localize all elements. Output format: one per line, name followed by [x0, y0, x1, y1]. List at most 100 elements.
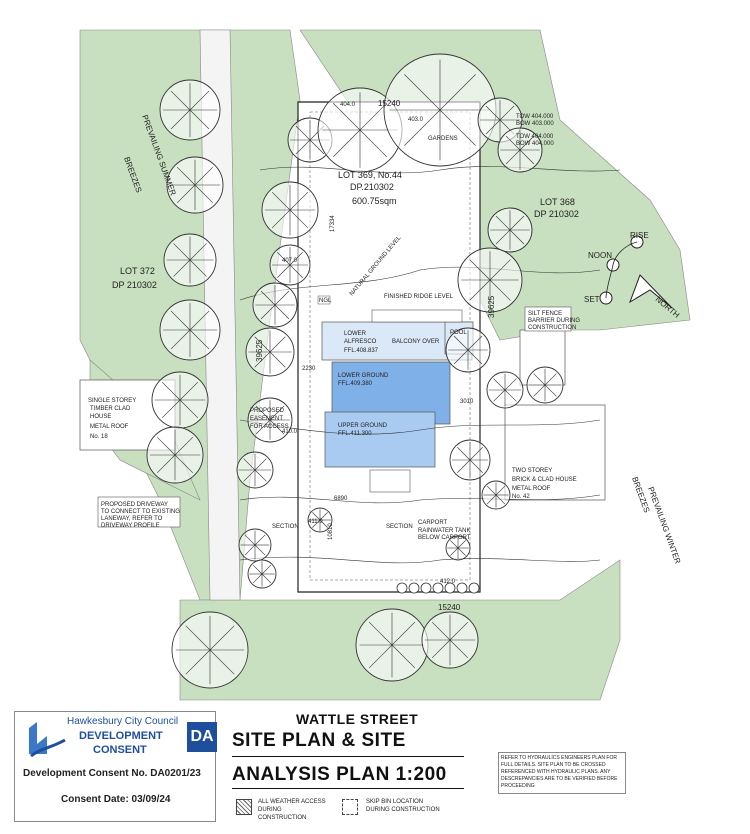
tree-icon	[481, 480, 511, 510]
carport-slab	[369, 469, 411, 493]
lower-ground-label: LOWER GROUND	[338, 373, 389, 379]
driveway-label-3: LANEWAY, REFER TO	[101, 516, 163, 522]
finished-ridge-label: FINISHED RIDGE LEVEL	[384, 294, 454, 300]
skip-bin-icon	[396, 582, 408, 594]
contour-4	[239, 556, 601, 564]
skip-bin-icon	[432, 582, 444, 594]
drawing-title-line1: SITE PLAN & SITE	[232, 730, 406, 751]
development-label: DEVELOPMENT	[79, 730, 163, 742]
contour-2	[239, 419, 601, 435]
legend-skip-bin: SKIP BIN LOCATION DURING CONSTRUCTION	[342, 797, 442, 819]
rise-label: RISE	[630, 231, 649, 240]
rainwater-label-2: BELOW CARPORT	[418, 535, 471, 541]
house-label: HOUSE	[90, 414, 111, 420]
contour-1	[239, 266, 601, 301]
house-no42	[504, 404, 606, 501]
skip-bin-icon	[468, 582, 480, 594]
tree-icon	[247, 559, 277, 589]
tree-icon	[457, 247, 523, 313]
street-name: WATTLE STREET	[296, 711, 419, 727]
bow-label: BOW 403.000	[516, 121, 554, 127]
section-label: SECTION	[272, 524, 299, 530]
tow-label-2: TOW 404.000	[516, 134, 554, 140]
drawing-title-line2: ANALYSIS PLAN 1:200	[232, 764, 447, 785]
easement-label-3: FOR ACCESS	[250, 424, 289, 430]
tree-icon	[383, 53, 497, 167]
tree-icon	[238, 528, 272, 562]
lower-alfresco-label-2: ALFRESCO	[344, 339, 377, 345]
noon-label: NOON	[588, 251, 612, 260]
tree-icon	[486, 371, 524, 409]
hydraulics-note: REFER TO HYDRAULICS ENGINEERS PLAN FOR F…	[498, 752, 626, 794]
rl-410: 410.0	[282, 429, 298, 435]
tree-icon	[261, 181, 319, 239]
no18-label: No. 18	[90, 434, 108, 440]
driveway-label-4: DRIVEWAY PROFILE	[101, 523, 160, 529]
skip-bin-icon	[456, 582, 468, 594]
tree-icon	[247, 397, 293, 443]
ngl-box	[317, 295, 331, 305]
dim-top: 15240	[378, 99, 401, 108]
upper-ground	[324, 411, 436, 468]
rl-411: 411.0	[308, 519, 323, 525]
tree-icon	[236, 451, 274, 489]
silt-fence-label: SILT FENCE	[528, 311, 562, 317]
metal-roof-2-label: METAL ROOF	[512, 486, 551, 492]
upper-ground-ffl: FFL.411.300	[338, 431, 372, 437]
bow-label-2: BOW 404.000	[516, 141, 554, 147]
tree-icon	[166, 156, 224, 214]
tree-icon	[487, 207, 533, 253]
rainwater-label: RAINWATER TANK	[418, 528, 470, 534]
lot372-label: LOT 372	[120, 266, 155, 276]
breezes-winter-label: BREEZES	[630, 476, 651, 514]
lot369-label: LOT 369, No.44	[338, 170, 402, 180]
tree-icon	[159, 79, 221, 141]
legend-access-text: ALL WEATHER ACCESS DURING CONSTRUCTION	[258, 799, 326, 821]
upper-ground-label: UPPER GROUND	[338, 423, 388, 429]
dp369-label: DP.210302	[350, 182, 394, 192]
tree-icon	[307, 507, 333, 533]
driveway-label-2: TO CONNECT TO EXISTING	[101, 509, 180, 515]
prevailing-winter-label: PREVAILING WINTER	[646, 486, 682, 566]
tree-icon	[269, 244, 311, 286]
consent-number: Development Consent No. DA0201/23	[23, 768, 201, 779]
dim-left: 39625	[255, 339, 264, 362]
rl-412: 412.0	[440, 579, 456, 585]
tree-icon	[445, 327, 491, 373]
rl-403: 403.0	[408, 117, 424, 123]
area369-label: 600.75sqm	[352, 196, 397, 206]
dim-17334: 17334	[330, 215, 336, 232]
dp368-label: DP 210302	[534, 209, 579, 219]
rl-407: 407.0	[282, 258, 298, 264]
consent-label: CONSENT	[93, 744, 147, 756]
carport-label: CARPORT	[418, 520, 448, 526]
section-label-2: SECTION	[386, 524, 413, 530]
two-storey-label: TWO STOREY	[512, 468, 552, 474]
tree-icon	[159, 299, 221, 361]
tree-icon	[421, 611, 479, 669]
gardens-label: GARDENS	[428, 136, 458, 142]
tree-icon	[445, 535, 471, 561]
contour-3	[239, 494, 601, 504]
dim-6890: 6890	[334, 496, 348, 502]
dp372-label: DP 210302	[112, 280, 157, 290]
brick-clad-label: BRICK & CLAD HOUSE	[512, 477, 577, 483]
council-name: Hawkesbury City Council	[67, 716, 179, 727]
da-badge: DA	[187, 722, 217, 752]
legend-access: ALL WEATHER ACCESS DURING CONSTRUCTION	[236, 797, 328, 821]
tree-icon	[355, 608, 429, 682]
easement-label: PROPOSED	[250, 408, 285, 414]
trees-group	[146, 53, 564, 689]
dim-right: 39625	[487, 295, 496, 318]
tow-label: TOW 404.000	[516, 114, 554, 120]
tree-icon	[526, 366, 564, 404]
silt-fence-label-2: BARRIER DURING	[528, 318, 580, 324]
tree-icon	[151, 371, 209, 429]
no42-label: No. 42	[512, 494, 530, 500]
lot368-label: LOT 368	[540, 197, 575, 207]
skip-bin-icon	[408, 582, 420, 594]
balcony-label: BALCONY OVER	[392, 339, 440, 345]
alfresco-ffl: FFL.408.837	[344, 348, 379, 354]
hatch-swatch	[236, 799, 252, 815]
